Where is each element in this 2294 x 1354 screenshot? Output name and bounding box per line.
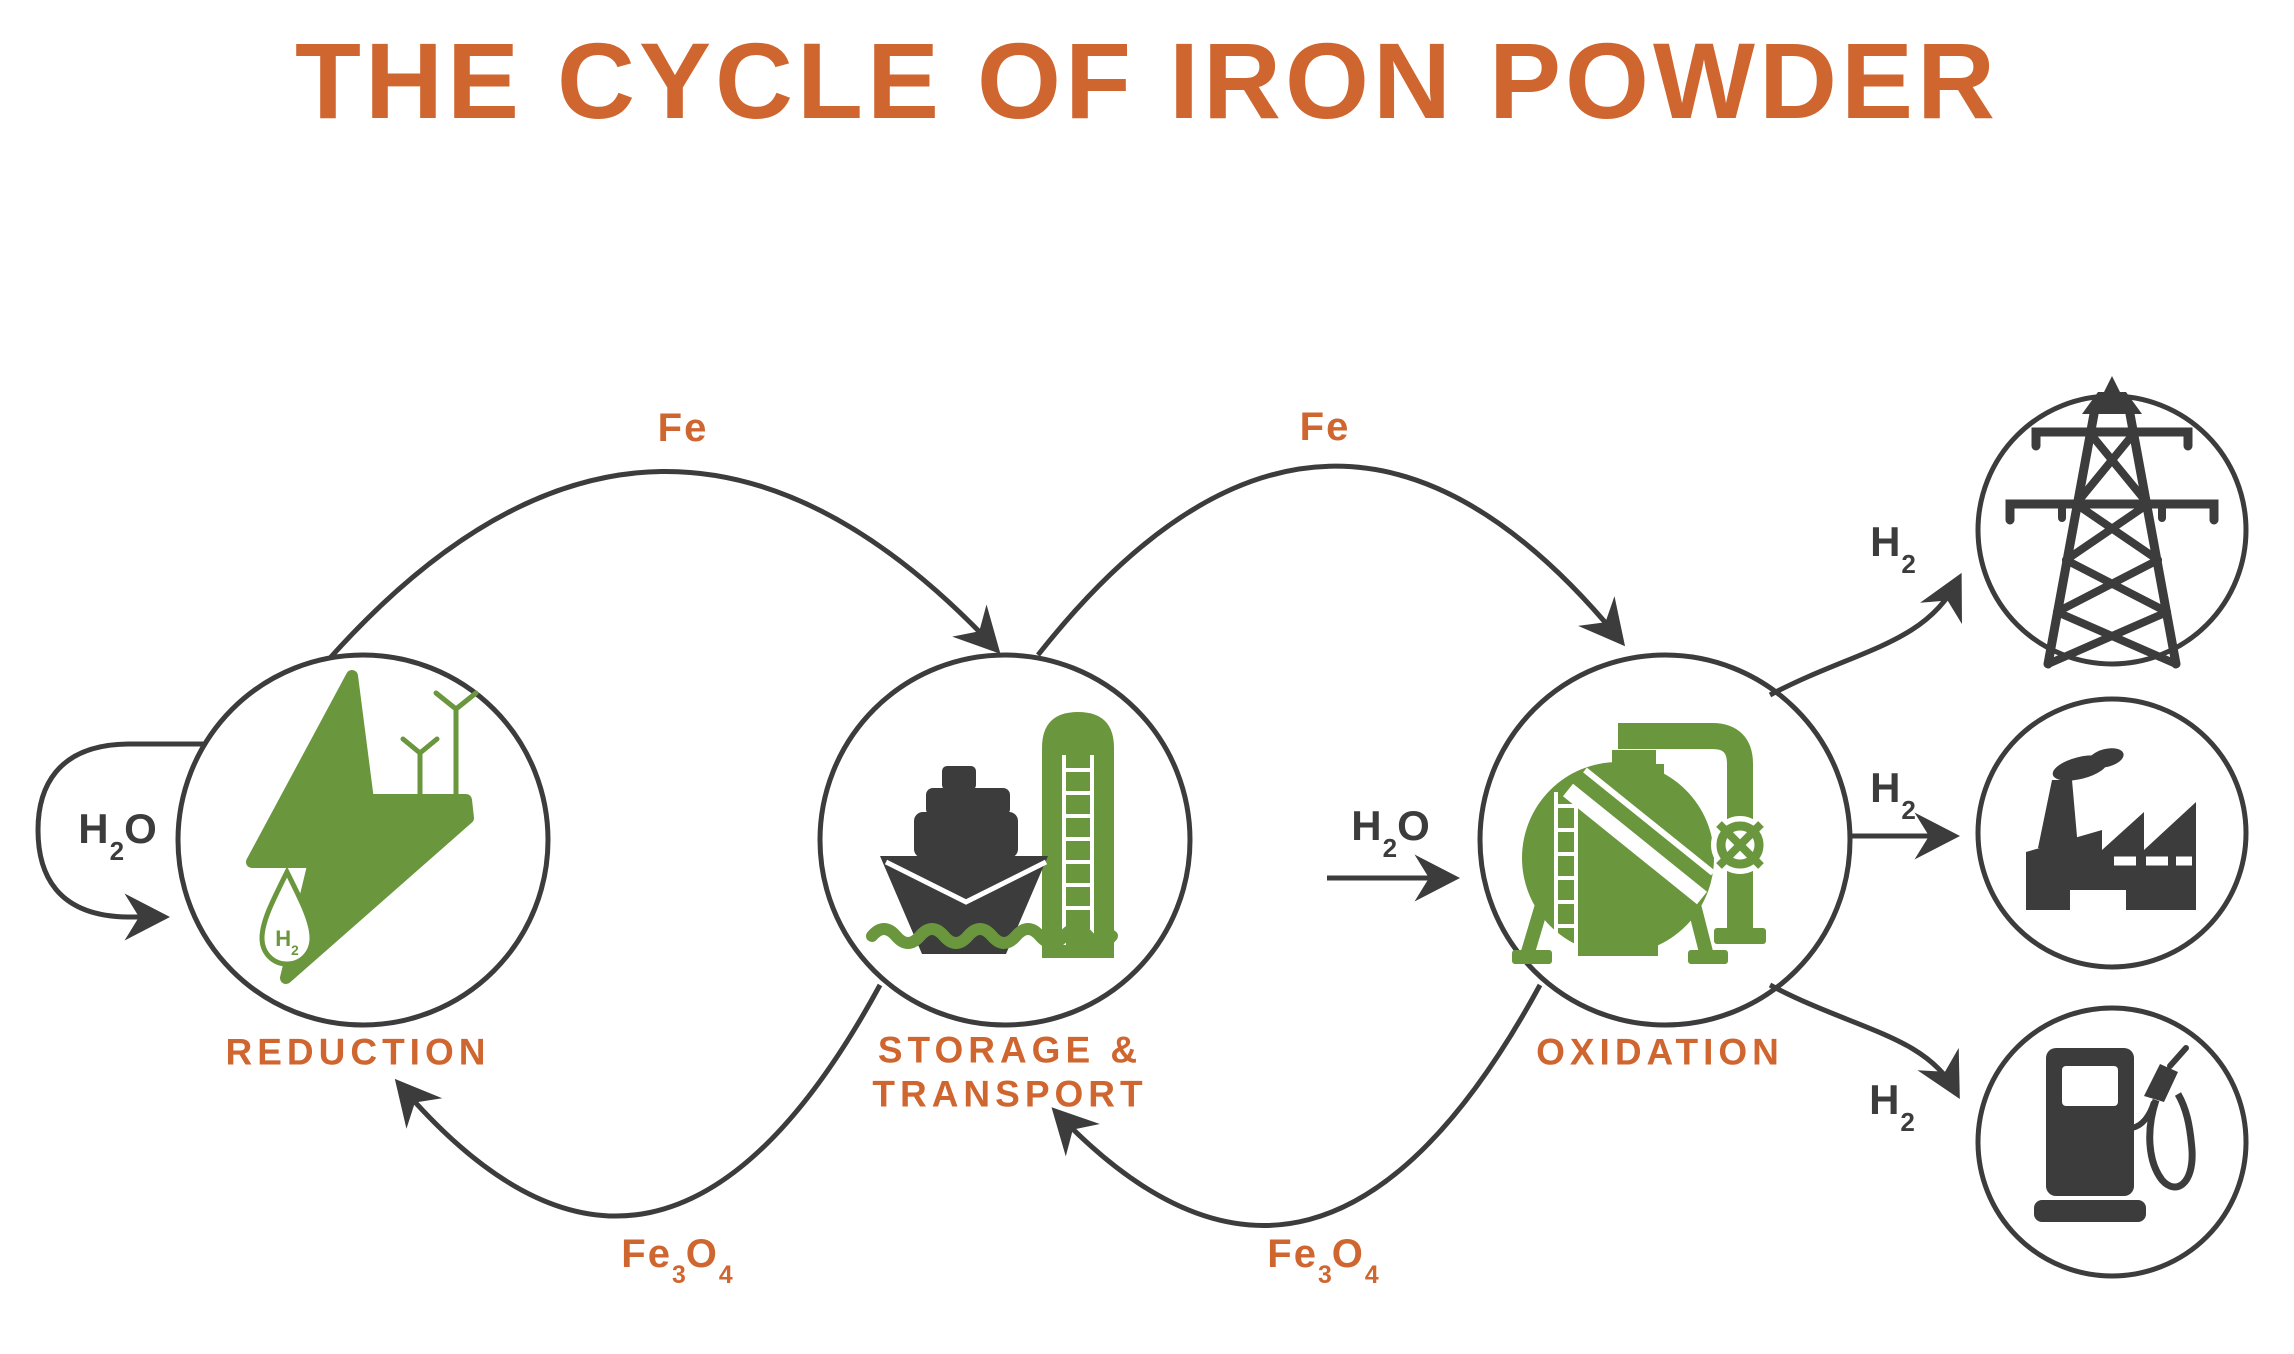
hydrogen-droplet-icon <box>259 866 315 967</box>
ship-bridge <box>926 788 1010 816</box>
pump-nozzle-spout <box>2167 1045 2189 1069</box>
silo-ladder-icon <box>1062 755 1094 945</box>
reduction-label: REDUCTION <box>225 1031 491 1073</box>
h2-arrow-to-fuel-station <box>1768 982 1960 1100</box>
tower-upper-crossarm <box>2031 427 2193 451</box>
chem-base: Fe <box>1299 405 1351 449</box>
chem-base: Fe <box>621 1232 672 1277</box>
tank-nozzle-top <box>1612 750 1656 766</box>
h2-label-fuel: H2 <box>1869 1075 1915 1134</box>
tower-lattice <box>2044 428 2180 668</box>
page-title: THE CYCLE OF IRON POWDER <box>294 20 2000 141</box>
h2-droplet-label: H2 <box>275 925 298 957</box>
storage-label-line1: STORAGE & <box>877 1029 1143 1071</box>
tower-leg-left <box>2043 409 2099 669</box>
chem-base: Fe <box>657 406 709 450</box>
tank-foot-right <box>1688 950 1728 964</box>
h2-label-grid: H2 <box>1870 517 1916 576</box>
fe3o4-label-left: Fe3O4 <box>621 1232 732 1288</box>
chem-base: H <box>1869 1075 1901 1123</box>
chem-sub: 4 <box>1364 1262 1379 1290</box>
chem-base: H <box>78 804 110 852</box>
storage-label-line2: TRANSPORT <box>872 1073 1148 1115</box>
h2o-loop-label: H2O <box>78 804 158 863</box>
factory-chimney <box>2038 780 2078 848</box>
tank-foot-left <box>1512 950 1552 964</box>
chem-base: H <box>1351 801 1383 849</box>
chem-base: O <box>685 1232 719 1277</box>
h2o-loop-arrow <box>35 741 205 941</box>
lightning-bolt-icon <box>246 670 474 984</box>
h2-label-industry: H2 <box>1870 763 1916 822</box>
steam-reactor-icon <box>1512 723 1769 964</box>
fuel-pump-icon <box>2034 1045 2196 1222</box>
chem-sub: 2 <box>109 835 125 866</box>
pump-nozzle <box>2144 1064 2178 1102</box>
tank-stripe-wide <box>1562 783 1708 905</box>
ship-cabin <box>914 812 1018 858</box>
pipe-foot <box>1714 928 1766 944</box>
h2o-oxidation-label: H2O <box>1351 801 1431 860</box>
fe-label-right: Fe <box>1300 407 1351 447</box>
tower-leg-right <box>2125 409 2181 669</box>
h2-arrow-to-grid <box>1768 572 1962 698</box>
green-power-bolt-icon <box>246 670 479 984</box>
water-waves-icon <box>866 923 1118 949</box>
industry-circle <box>1975 696 2249 970</box>
valve-ring <box>1716 821 1764 869</box>
chem-base: H <box>275 925 292 951</box>
chem-sub: 3 <box>671 1262 686 1290</box>
chem-base: H <box>1870 517 1902 565</box>
chem-sub: 2 <box>1901 794 1916 825</box>
chem-sub: 3 <box>1317 1262 1332 1290</box>
transmission-tower-icon <box>2005 376 2219 669</box>
fe-arrow-storage-to-oxidation <box>1036 463 1626 657</box>
tower-peak <box>2104 376 2120 392</box>
reactor-pipe-icon <box>1618 723 1753 930</box>
pump-hose <box>2146 1092 2196 1191</box>
chem-sub: 2 <box>1382 832 1398 863</box>
silo-icon <box>1042 712 1114 958</box>
chem-sub: 2 <box>1901 548 1916 579</box>
chem-sub: 2 <box>291 943 299 959</box>
tower-insulators <box>2058 500 2166 522</box>
ship-bow-line <box>884 859 1048 905</box>
chem-base: H <box>1870 763 1902 811</box>
factory-door-notch <box>2070 890 2126 910</box>
chem-base: O <box>1397 801 1431 849</box>
fe3o4-arrow-oxidation-to-storage <box>1051 983 1543 1229</box>
valve-wheel-icon <box>1711 816 1769 874</box>
chem-sub: 4 <box>718 1262 733 1290</box>
chem-base: O <box>1331 1232 1365 1277</box>
factory-smoke-2 <box>2088 748 2124 768</box>
fe3o4-arrow-storage-to-reduction <box>394 983 883 1219</box>
oxidation-label: OXIDATION <box>1536 1031 1784 1073</box>
spherical-tank-icon <box>1522 762 1714 954</box>
fe3o4-label-right: Fe3O4 <box>1267 1232 1378 1288</box>
pump-base <box>2034 1200 2146 1222</box>
tank-stripe-thin <box>1583 767 1715 876</box>
wind-turbines-icon <box>400 690 479 803</box>
fe-arrow-reduction-to-storage <box>328 469 1001 660</box>
ship-funnel <box>942 766 976 790</box>
factory-icon <box>2026 748 2196 910</box>
fe-label-left: Fe <box>658 408 709 448</box>
tank-ladder-icon <box>1554 792 1578 950</box>
chem-base: Fe <box>1267 1232 1318 1277</box>
tower-cap <box>2082 392 2142 414</box>
chem-base: O <box>124 804 158 852</box>
pump-screen <box>2062 1066 2118 1106</box>
tower-lower-crossarm <box>2005 499 2219 525</box>
chem-sub: 2 <box>1900 1106 1915 1137</box>
factory-building <box>2026 802 2196 910</box>
ship-and-silo-icon <box>866 712 1118 958</box>
